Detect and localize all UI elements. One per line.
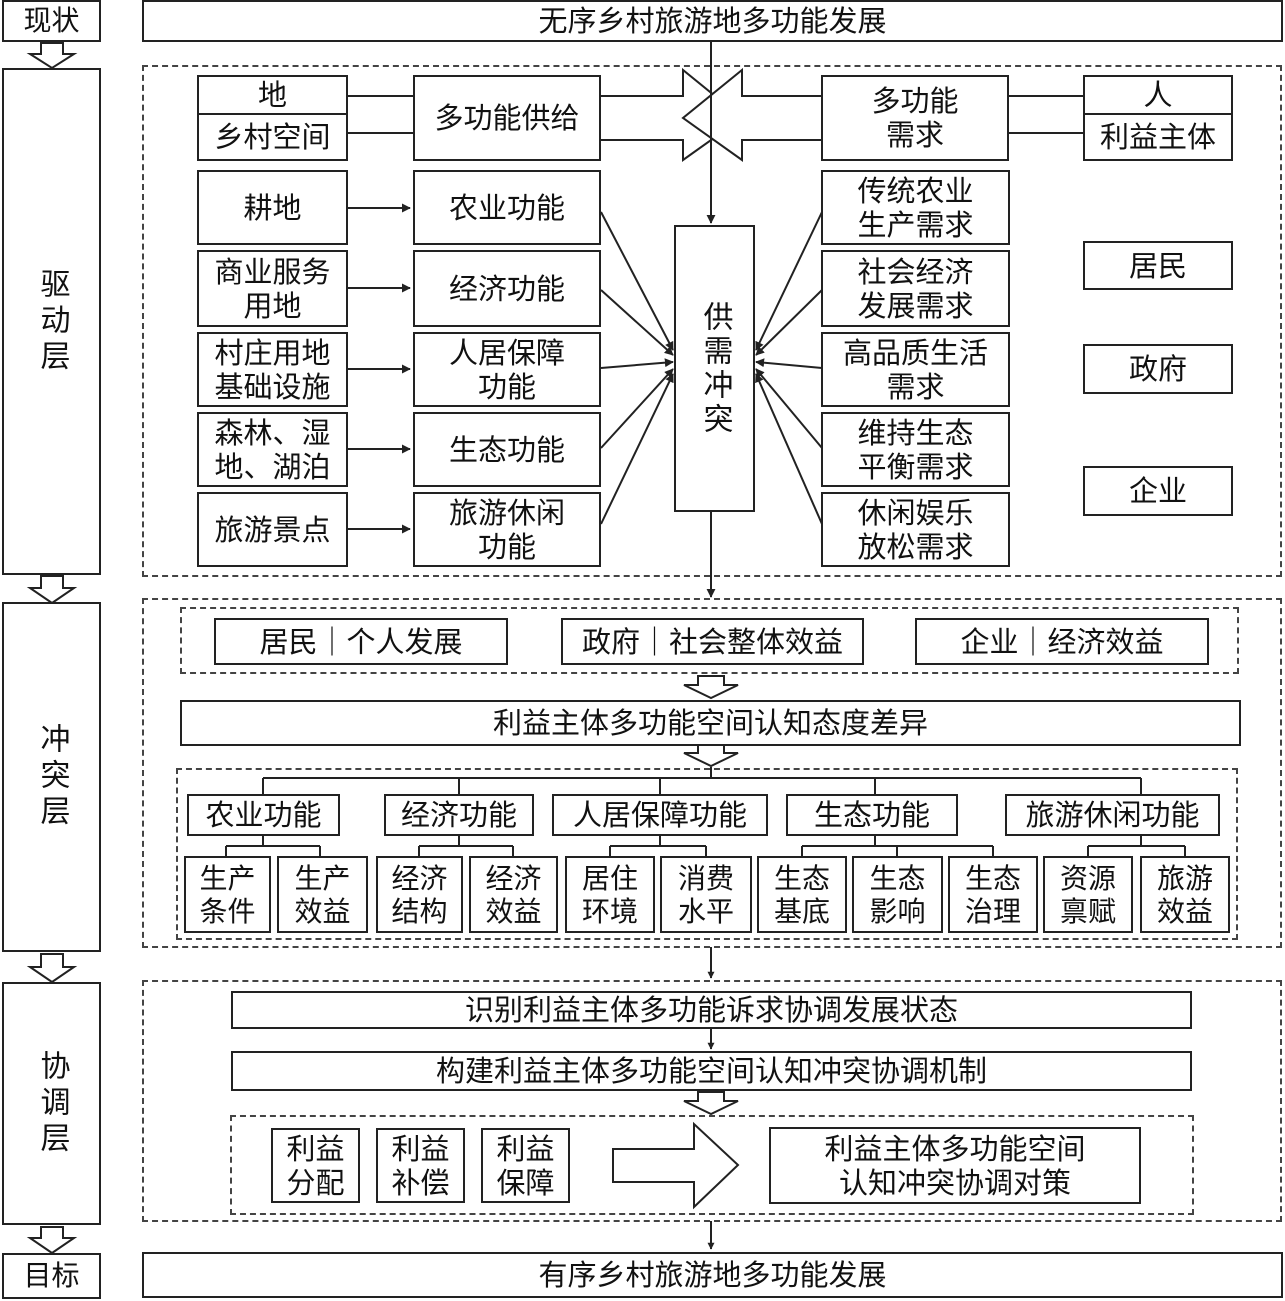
function-economy: 经济功能	[413, 250, 601, 327]
demand-agriculture: 传统农业 生产需求	[821, 170, 1010, 245]
layer-goal: 目标	[2, 1253, 101, 1299]
layer-coordinate: 协调层	[2, 982, 101, 1225]
indicator-living-environment: 居住 环境	[565, 856, 655, 933]
demand-leisure: 休闲娱乐 放松需求	[821, 492, 1010, 567]
identify-state: 识别利益主体多功能诉求协调发展状态	[231, 991, 1192, 1029]
build-mechanism: 构建利益主体多功能空间认知冲突协调机制	[231, 1051, 1192, 1091]
indicator-ecological-governance: 生态 治理	[948, 856, 1038, 933]
demand-economy: 社会经济 发展需求	[821, 250, 1010, 327]
indicator-tourism-benefit: 旅游 效益	[1140, 856, 1230, 933]
function-frame	[176, 768, 1238, 940]
hollow-arrow-interests	[683, 675, 739, 700]
demand-ecology: 维持生态 平衡需求	[821, 412, 1010, 487]
demand-life-quality: 高品质生活 需求	[821, 332, 1010, 407]
conflict-function-economy: 经济功能	[384, 794, 534, 836]
stakeholder-enterprise: 企业	[1083, 466, 1233, 516]
supply-demand-conflict-label: 供需冲突	[697, 300, 733, 437]
hollow-arrow-mechanism	[683, 1091, 739, 1116]
interest-resident: 居民｜个人发展	[214, 618, 508, 665]
measure-guarantee: 利益 保障	[481, 1128, 570, 1203]
layer-conflict: 冲突层	[2, 602, 101, 952]
layer-arrow-4	[26, 1226, 78, 1255]
conflict-function-habitation: 人居保障功能	[552, 794, 768, 836]
hollow-arrow-strategy	[612, 1121, 740, 1210]
indicator-production-condition: 生产 条件	[184, 856, 271, 933]
function-agriculture: 农业功能	[413, 170, 601, 245]
land-type-scenic: 旅游景点	[197, 492, 348, 567]
conflict-function-agriculture: 农业功能	[187, 794, 340, 836]
indicator-production-benefit: 生产 效益	[277, 856, 368, 933]
interest-government: 政府｜社会整体效益	[561, 618, 864, 665]
supply-box: 多功能供给	[413, 75, 601, 161]
stakeholder-government: 政府	[1083, 344, 1233, 394]
coordinate-frame	[142, 980, 1282, 1222]
layer-drive-label: 驱动层	[34, 267, 70, 376]
land-type-village: 村庄用地 基础设施	[197, 332, 348, 407]
land-type-ecology: 森林、湿 地、湖泊	[197, 412, 348, 487]
measure-distribution: 利益 分配	[271, 1128, 360, 1203]
indicator-economic-benefit: 经济 效益	[469, 856, 558, 933]
interest-frame	[180, 607, 1239, 674]
stakeholder-resident: 居民	[1083, 241, 1233, 290]
land-type-commercial: 商业服务 用地	[197, 250, 348, 327]
measure-compensation: 利益 补偿	[376, 1128, 465, 1203]
people-header: 人	[1083, 75, 1233, 115]
demand-hollow-arrow	[681, 67, 823, 162]
people-sub: 利益主体	[1083, 113, 1233, 161]
layer-conflict-label: 冲突层	[34, 723, 70, 831]
layer-arrow-2	[26, 575, 78, 605]
indicator-ecological-base: 生态 基底	[757, 856, 847, 933]
function-tourism: 旅游休闲 功能	[413, 492, 601, 567]
coordination-strategy: 利益主体多功能空间 认知冲突协调对策	[769, 1127, 1141, 1204]
layer-arrow-1	[26, 42, 78, 70]
indicator-economic-structure: 经济 结构	[376, 856, 463, 933]
layer-coordinate-label: 协调层	[34, 1049, 70, 1158]
conflict-frame	[142, 598, 1282, 948]
indicator-ecological-impact: 生态 影响	[852, 856, 943, 933]
function-habitation: 人居保障 功能	[413, 332, 601, 407]
land-sub: 乡村空间	[197, 113, 348, 161]
land-header: 地	[197, 75, 348, 115]
layer-arrow-3	[26, 953, 78, 984]
conflict-function-ecology: 生态功能	[786, 794, 958, 836]
conflict-function-tourism: 旅游休闲功能	[1005, 794, 1220, 836]
measure-frame	[230, 1115, 1194, 1215]
supply-demand-conflict: 供需冲突	[674, 225, 755, 512]
function-ecology: 生态功能	[413, 412, 601, 487]
attitude-difference: 利益主体多功能空间认知态度差异	[180, 700, 1241, 746]
layer-drive: 驱动层	[2, 68, 101, 575]
banner-bottom: 有序乡村旅游地多功能发展	[142, 1252, 1283, 1298]
banner-top: 无序乡村旅游地多功能发展	[142, 0, 1283, 42]
drive-frame	[142, 65, 1282, 577]
demand-box: 多功能 需求	[821, 75, 1009, 161]
indicator-resource-endowment: 资源 禀赋	[1043, 856, 1133, 933]
layer-current: 现状	[2, 0, 101, 42]
hollow-arrow-difference	[683, 744, 739, 768]
indicator-consumption-level: 消费 水平	[660, 856, 752, 933]
interest-enterprise: 企业｜经济效益	[915, 618, 1209, 665]
land-type-farmland: 耕地	[197, 170, 348, 245]
